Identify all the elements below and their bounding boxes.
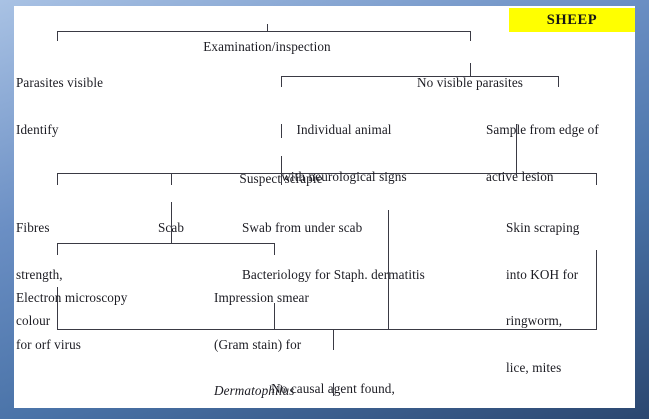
node-parasites-line2: Identify — [16, 121, 59, 137]
node-scrapie-line1: Suspect scrapie — [239, 171, 323, 186]
edge-to-scab — [171, 173, 172, 185]
node-impression-line3: Dermatophilus — [214, 383, 295, 398]
edge-third-split-bar — [57, 173, 597, 174]
node-swab: Swab from under scab Bacteriology for St… — [242, 189, 425, 313]
node-examination: Examination/inspection — [203, 8, 330, 86]
edge-nocausal-to-midge — [333, 383, 334, 396]
edge-examination-stem — [267, 24, 268, 32]
edge-to-skin-scraping — [596, 173, 597, 185]
node-no-parasites-line1: No visible parasites — [416, 75, 524, 90]
edge-to-fibres — [57, 173, 58, 185]
node-no-visible-parasites: No visible parasites — [417, 44, 523, 122]
node-parasites-visible: Parasites visible Identify — [16, 44, 103, 168]
edge-to-swab — [281, 173, 282, 185]
edge-to-parasites — [57, 31, 58, 41]
node-scab-line1: Scab — [157, 220, 185, 235]
edge-scab-split-bar — [57, 243, 275, 244]
edge-skinscraping-down — [596, 250, 597, 330]
node-swab-line2: Bacteriology for Staph. dermatitis — [242, 266, 425, 282]
node-skinscraping-line3: ringworm, — [506, 313, 563, 328]
flowchart-canvas: SHEEP — [14, 6, 635, 408]
edge-individual-to-scrapie — [281, 124, 282, 138]
edge-to-impression — [274, 243, 275, 255]
node-swab-line1: Swab from under scab — [242, 220, 363, 235]
edge-swab-down — [388, 210, 389, 330]
edge-merge-to-nocausal — [333, 329, 334, 350]
edge-to-no-parasites — [470, 31, 471, 41]
node-fibres-line3: colour — [16, 313, 51, 328]
node-impression-smear: Impression smear (Gram stain) for Dermat… — [214, 259, 309, 408]
node-sample-line2: active lesion — [486, 168, 554, 184]
node-individual-line1: Individual animal — [296, 122, 392, 137]
edge-electron-down — [57, 287, 58, 330]
node-parasites-line1: Parasites visible — [16, 75, 104, 90]
node-fibres: Fibres strength, colour — [16, 189, 63, 360]
node-skinscraping-line1: Skin scraping — [506, 220, 580, 235]
node-impression-line2: (Gram stain) for — [214, 336, 302, 352]
sheep-badge: SHEEP — [509, 8, 635, 32]
node-skin-scraping: Skin scraping into KOH for ringworm, lic… — [506, 189, 579, 406]
node-no-causal-agent: No causal agent found, regresses in wint… — [271, 350, 395, 408]
edge-to-electron — [57, 243, 58, 255]
node-impression-line1: Impression smear — [214, 290, 309, 305]
node-individual-line2: with neurological signs — [281, 168, 407, 184]
node-suspect-scrapie: Suspect scrapie — [239, 140, 322, 218]
node-electron-line1: Electron microscopy — [16, 290, 128, 305]
edge-to-sample-edge — [558, 76, 559, 87]
node-electron-microscopy: Electron microscopy for orf virus — [16, 259, 127, 383]
edge-scrapie-stem — [281, 156, 282, 174]
node-midge-sensitivity: Midge sensitivity — [286, 396, 380, 408]
node-skinscraping-line4: lice, mites — [506, 359, 562, 375]
edge-bottom-merge-bar — [57, 329, 597, 330]
edge-impression-down — [274, 303, 275, 330]
node-fibres-line1: Fibres — [16, 220, 50, 235]
node-scab: Scab — [158, 189, 184, 267]
node-examination-line1: Examination/inspection — [203, 39, 331, 54]
node-nocausal-line1: No causal agent found, — [271, 381, 395, 396]
node-skinscraping-line2: into KOH for — [506, 266, 579, 282]
node-sample-from-edge: Sample from edge of active lesion — [486, 91, 599, 215]
node-fibres-line2: strength, — [16, 266, 63, 282]
node-individual-animal: Individual animal with neurological sign… — [281, 91, 406, 215]
node-sample-line1: Sample from edge of — [486, 122, 599, 137]
edge-no-parasites-stem — [470, 63, 471, 77]
edge-sample-to-skinscraping — [516, 124, 517, 175]
node-electron-line2: for orf virus — [16, 336, 82, 352]
edge-to-individual — [281, 76, 282, 87]
edge-second-split-bar — [281, 76, 559, 77]
edge-scab-stem — [171, 202, 172, 244]
edge-top-split-bar — [57, 31, 471, 32]
